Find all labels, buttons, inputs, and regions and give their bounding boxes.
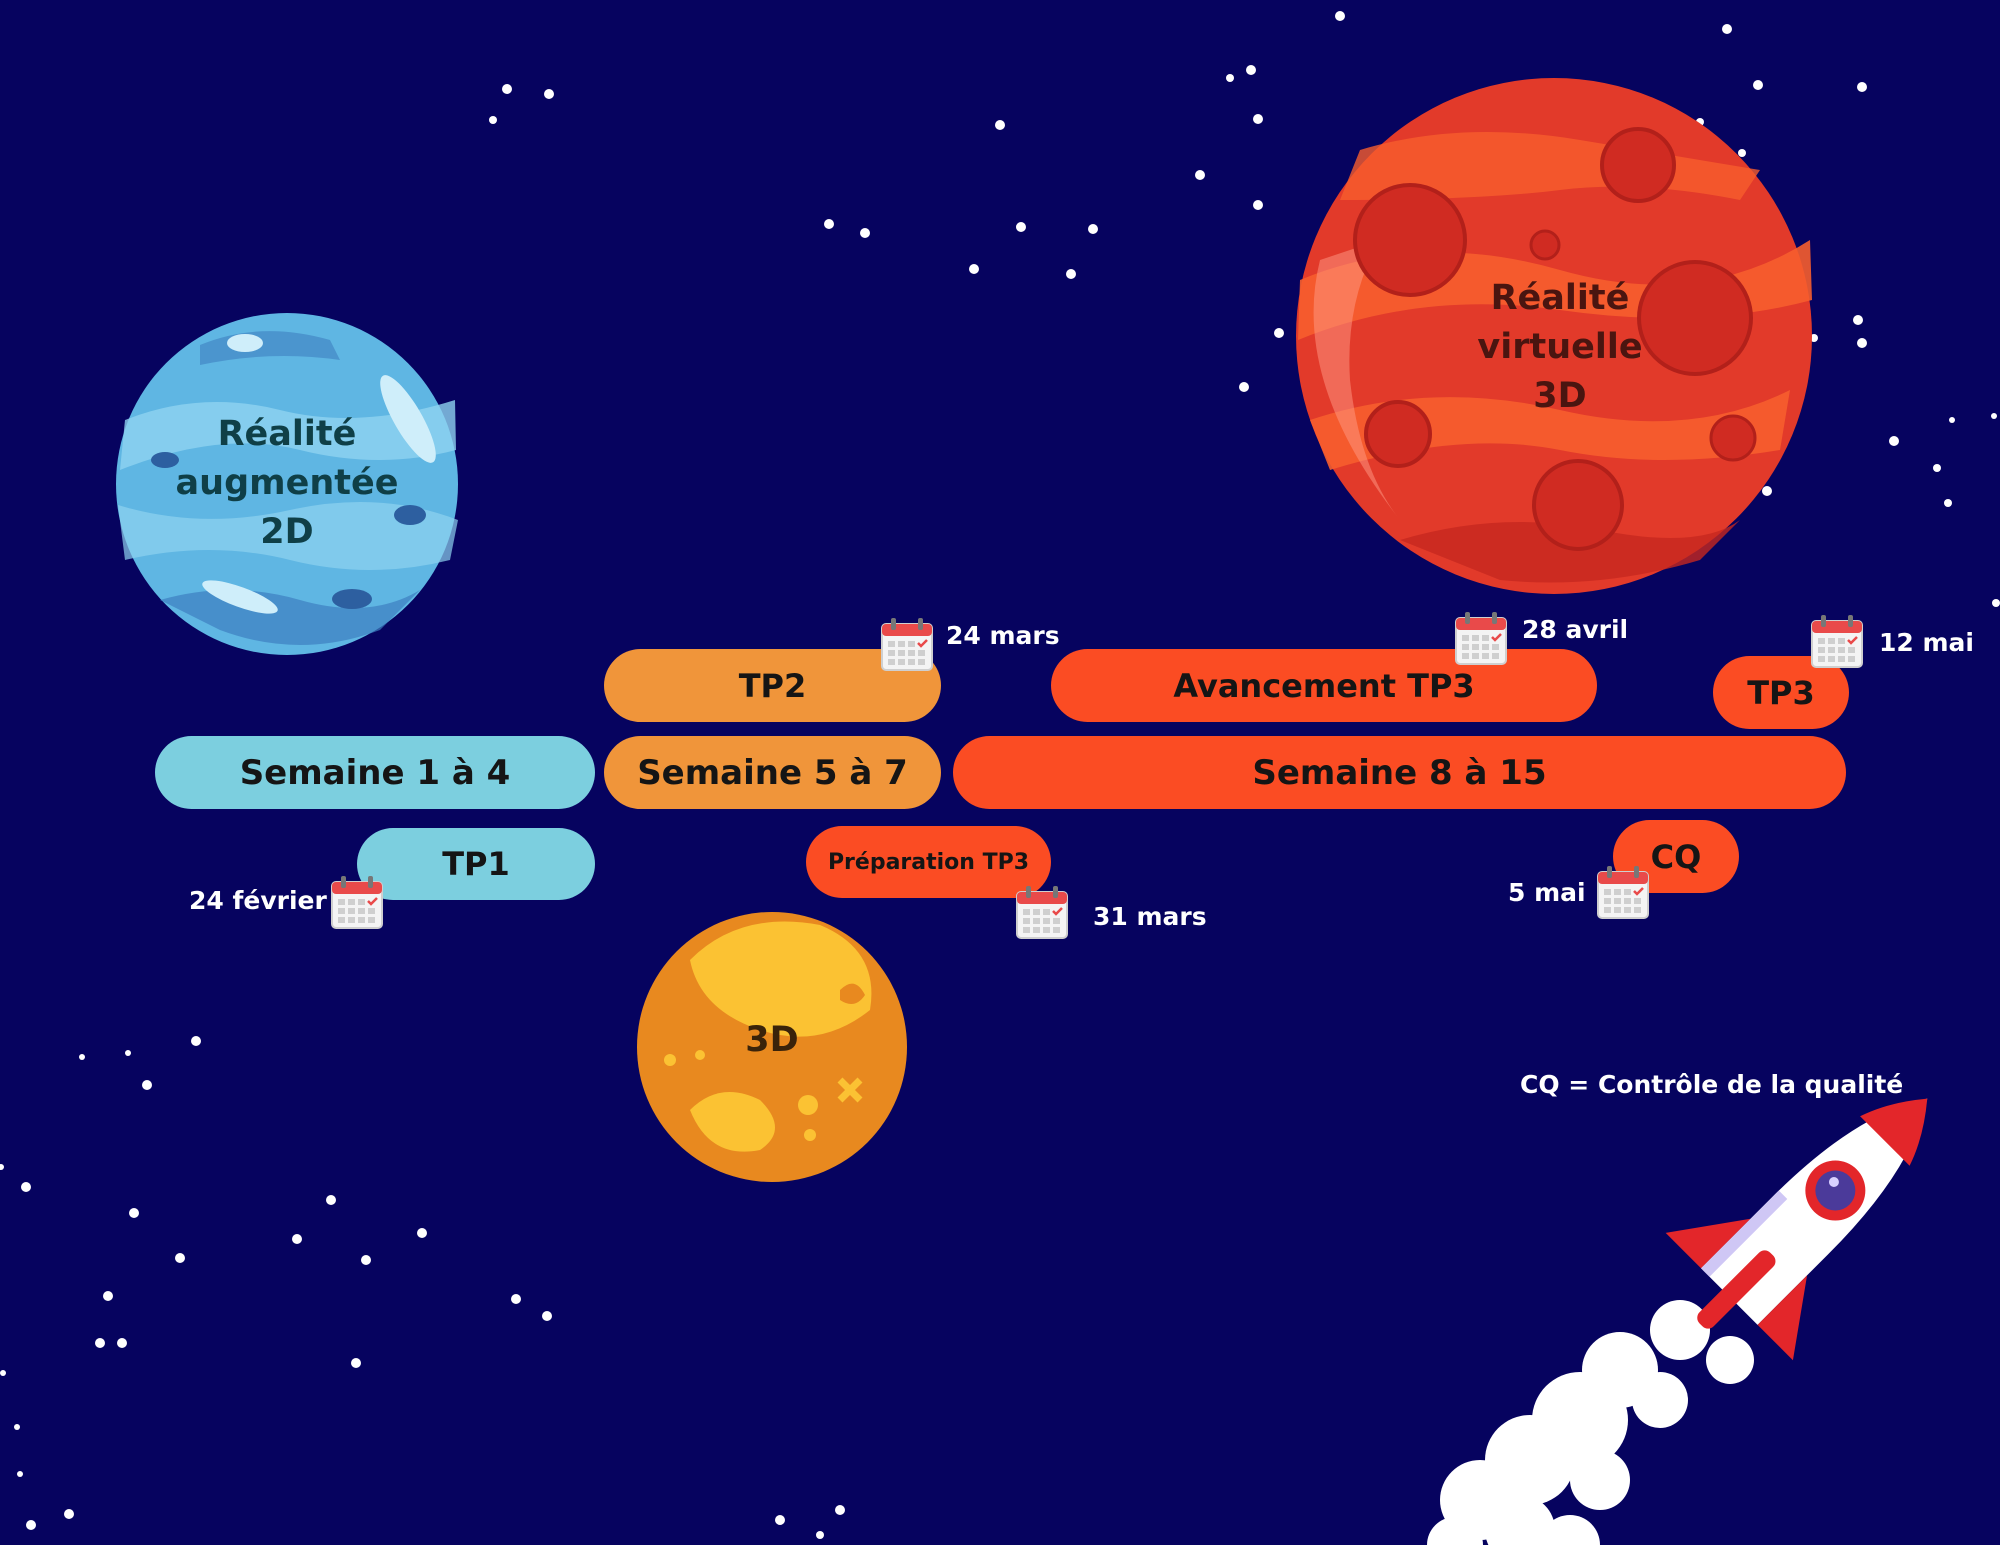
calendar-icon xyxy=(1810,613,1864,669)
planet-label-line-1: Réalité xyxy=(1490,278,1630,318)
calendar-icon xyxy=(1596,864,1650,920)
date-label-31-mars: 31 mars xyxy=(1093,902,1207,931)
week-bar-5-7: Semaine 5 à 7 xyxy=(604,736,941,809)
date-label-24-fevrier: 24 février xyxy=(189,886,327,915)
task-avancement-tp3: Avancement TP3 xyxy=(1051,649,1597,722)
planet-label-augmented-reality-2d: Réalité augmentée 2D xyxy=(167,410,407,557)
planet-label-line-3: 3D xyxy=(1533,376,1587,416)
task-preparation-tp3: Préparation TP3 xyxy=(806,826,1051,898)
planet-label-line-3: 2D xyxy=(260,512,314,552)
orange-planet-illustration xyxy=(637,912,907,1182)
planet-label-line-2: augmentée xyxy=(175,463,399,503)
planet-label-3d: 3D xyxy=(712,1016,832,1065)
planet-label-line-1: Réalité xyxy=(217,414,357,454)
week-bar-8-15: Semaine 8 à 15 xyxy=(953,736,1846,809)
date-label-24-mars: 24 mars xyxy=(946,621,1060,650)
planet-label-line-1: 3D xyxy=(745,1020,799,1060)
rocket-illustration xyxy=(1427,1098,1928,1545)
calendar-icon xyxy=(1454,610,1508,666)
planet-label-line-2: virtuelle xyxy=(1477,327,1643,367)
planet-label-virtual-reality-3d: Réalité virtuelle 3D xyxy=(1440,274,1680,421)
calendar-icon xyxy=(880,616,934,672)
calendar-icon xyxy=(1015,884,1069,940)
blue-planet-illustration xyxy=(116,313,458,655)
calendar-icon xyxy=(330,874,384,930)
red-planet-illustration xyxy=(1296,78,1812,594)
date-label-12-mai: 12 mai xyxy=(1879,628,1974,657)
date-label-28-avril: 28 avril xyxy=(1522,615,1629,644)
stars xyxy=(0,11,2000,1539)
week-bar-1-4: Semaine 1 à 4 xyxy=(155,736,595,809)
task-tp3: TP3 xyxy=(1713,656,1849,729)
task-tp1: TP1 xyxy=(357,828,595,900)
legend-cq: CQ = Contrôle de la qualité xyxy=(1520,1070,1904,1099)
date-label-5-mai: 5 mai xyxy=(1508,878,1586,907)
